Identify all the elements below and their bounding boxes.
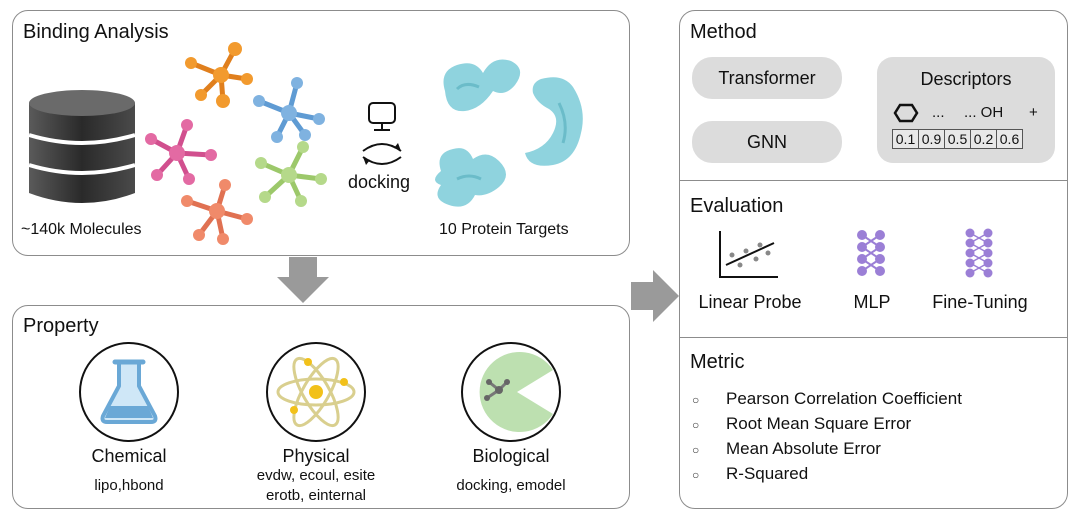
divider xyxy=(680,180,1067,181)
docking-label: docking xyxy=(347,172,411,192)
divider xyxy=(680,337,1067,338)
flask-icon xyxy=(79,342,179,442)
model-transformer: Transformer xyxy=(692,57,842,99)
metric-item: ○Pearson Correlation Coefficient xyxy=(692,389,962,408)
binding-analysis-panel: Binding Analysis ~140k Molecules xyxy=(12,10,630,256)
molecule-salmon-icon xyxy=(181,179,253,245)
metric-title: Metric xyxy=(690,351,745,373)
model-gnn: GNN xyxy=(692,121,842,163)
property-detail-physical-2: erotb, einternal xyxy=(265,487,367,504)
benzene-ring-icon xyxy=(893,103,919,123)
protein-icon xyxy=(525,77,583,166)
method-title: Method xyxy=(690,21,757,43)
molecule-green-icon xyxy=(255,141,327,207)
protein-icon xyxy=(435,148,506,207)
mlp-icon xyxy=(857,230,885,276)
eval-mlp: MLP xyxy=(853,292,891,312)
descriptor-header-1: ... xyxy=(932,104,945,121)
metric-item: ○Root Mean Square Error xyxy=(692,414,912,433)
protein-icon xyxy=(443,59,521,112)
eval-linear-probe: Linear Probe xyxy=(698,292,802,312)
descriptor-values: 0.1 0.9 0.5 0.2 0.6 xyxy=(892,129,1023,149)
fine-tuning-icon xyxy=(965,228,993,278)
descriptor-header-3: + xyxy=(1029,104,1038,121)
descriptor-cell: 0.2 xyxy=(970,129,997,149)
protein-targets-label: 10 Protein Targets xyxy=(439,221,569,238)
exchange-arrows-icon xyxy=(362,143,402,165)
atom-icon xyxy=(266,342,366,442)
descriptor-cell: 0.9 xyxy=(918,129,945,149)
pacman-icon xyxy=(461,342,561,442)
right-arrow-icon xyxy=(631,270,679,322)
molecules-label: ~140k Molecules xyxy=(21,221,142,238)
computer-icon xyxy=(368,102,396,131)
descriptor-header-2: ... OH xyxy=(964,104,1004,121)
descriptor-cell: 0.6 xyxy=(996,129,1023,149)
metric-item: ○R-Squared xyxy=(692,464,809,483)
database-icon xyxy=(28,90,136,203)
property-detail-biological: docking, emodel xyxy=(456,477,566,494)
linear-probe-icon xyxy=(719,231,778,278)
property-name-chemical: Chemical xyxy=(91,446,167,466)
descriptor-cell: 0.1 xyxy=(892,129,919,149)
descriptor-cell: 0.5 xyxy=(944,129,971,149)
down-arrow-icon xyxy=(277,257,329,303)
property-panel: Property Chemical lipo,hbond Physical ev… xyxy=(12,305,630,509)
property-detail-physical: evdw, ecoul, esite xyxy=(256,467,376,484)
molecule-orange-icon xyxy=(185,42,253,108)
molecule-blue-icon xyxy=(253,77,325,143)
metric-item: ○Mean Absolute Error xyxy=(692,439,881,458)
evaluation-title: Evaluation xyxy=(690,195,784,217)
property-title: Property xyxy=(23,315,99,337)
property-name-physical: Physical xyxy=(282,446,350,466)
right-panel: Method Transformer GNN Descriptors ... .… xyxy=(679,10,1068,509)
molecule-pink-icon xyxy=(145,119,217,185)
property-detail-chemical: lipo,hbond xyxy=(94,477,164,494)
eval-fine-tuning: Fine-Tuning xyxy=(932,292,1028,312)
descriptors-title: Descriptors xyxy=(920,69,1012,89)
binding-analysis-title: Binding Analysis xyxy=(23,21,169,43)
property-name-biological: Biological xyxy=(472,446,550,466)
